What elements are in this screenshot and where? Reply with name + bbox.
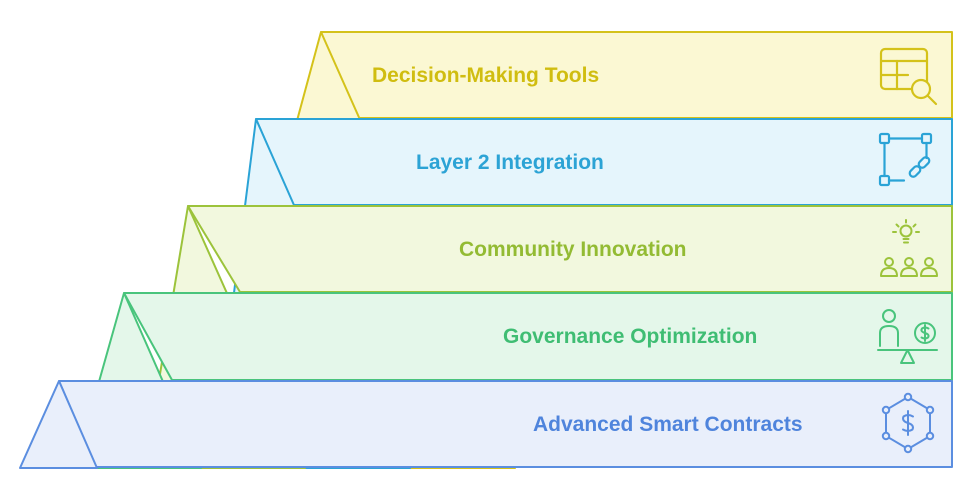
balance-person-money-icon [877,309,938,364]
community-idea-icon [880,219,938,277]
layer-advanced-smart-contracts: Advanced Smart Contracts [19,380,953,469]
layer-label: Community Innovation [459,238,687,261]
table-search-icon [879,47,938,106]
smart-contract-icon [881,392,935,454]
layer-shape [255,118,953,206]
layer-label: Advanced Smart Contracts [533,413,803,436]
layer-triangle [19,380,98,469]
layer-label: Decision-Making Tools [372,64,599,87]
link-nodes-icon [878,132,933,187]
layer-shape [58,380,953,468]
layer-label: Layer 2 Integration [416,151,604,174]
layer-label: Governance Optimization [503,325,757,348]
